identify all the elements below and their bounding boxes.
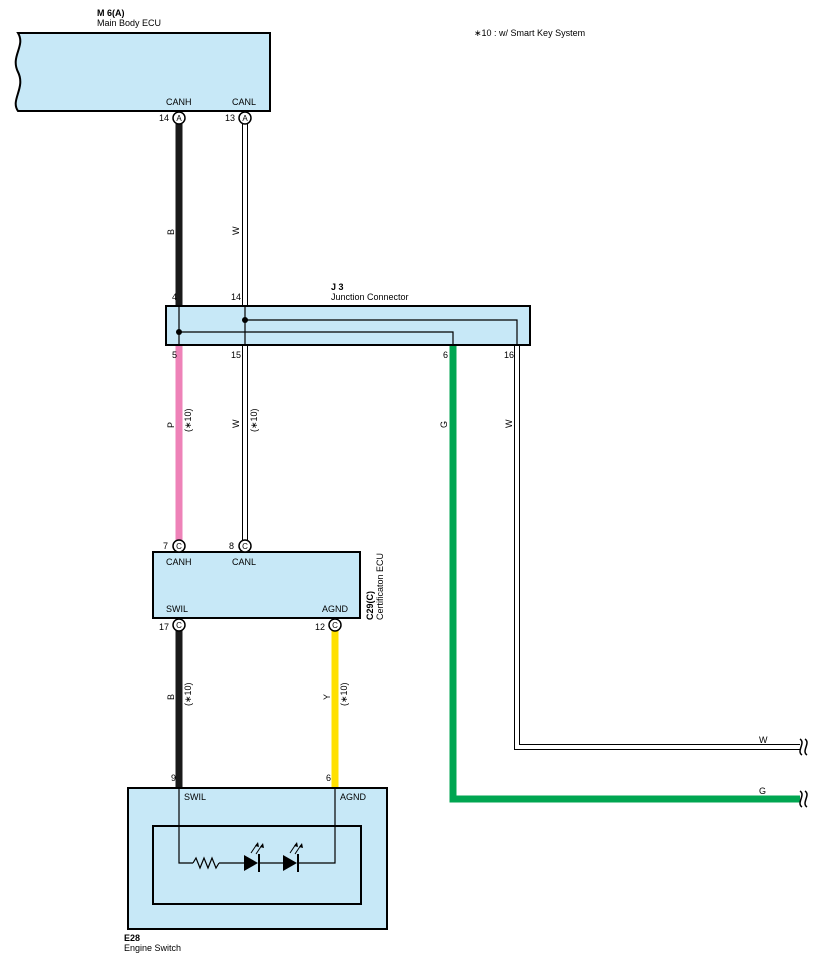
legend-note: ∗10 : w/ Smart Key System — [474, 28, 585, 38]
wire-label-w-end: W — [759, 735, 768, 745]
junction-box — [165, 305, 531, 346]
connector-c-17: C — [172, 618, 186, 632]
cert-ecu-pin-17: 17 — [159, 622, 169, 632]
cert-ecu-code: C29(C) — [365, 591, 375, 620]
cert-ecu-swil-label: SWIL — [166, 604, 188, 614]
wire-label-opt-b: (∗10) — [183, 682, 193, 706]
break-symbol-w — [799, 738, 803, 756]
junction-code: J 3 — [331, 282, 344, 292]
engine-switch-code: E28 — [124, 933, 140, 943]
resistor-icon — [192, 856, 220, 870]
junction-pin-6: 6 — [443, 350, 448, 360]
engine-switch-pin-9: 9 — [171, 773, 176, 783]
wire-label-opt-y: (∗10) — [339, 682, 349, 706]
engine-switch-pin-6: 6 — [326, 773, 331, 783]
connector-a-14: A — [172, 111, 186, 125]
circuit-agnd-lead — [298, 788, 336, 864]
cert-ecu-canl-label: CANL — [232, 557, 256, 567]
cert-ecu-canh-label: CANH — [166, 557, 192, 567]
wire-label-w-upper: W — [231, 226, 241, 235]
junction-pin-5: 5 — [172, 350, 177, 360]
svg-text:C: C — [176, 542, 182, 551]
cert-ecu-box — [152, 551, 361, 619]
wire-label-g-end: G — [759, 786, 766, 796]
connector-c-12: C — [328, 618, 342, 632]
connector-c-7: C — [172, 539, 186, 553]
main-body-ecu-canh-label: CANH — [166, 97, 192, 107]
wire-label-b-lower: B — [166, 694, 176, 700]
engine-switch-inner-box — [152, 825, 362, 905]
connector-c-8: C — [238, 539, 252, 553]
circuit-swil-lead — [178, 788, 193, 864]
wire-label-g: G — [439, 421, 449, 428]
wire-label-w-mid: W — [231, 419, 241, 428]
svg-text:C: C — [242, 542, 248, 551]
wire-w16 — [515, 345, 800, 749]
wire-label-y: Y — [322, 694, 332, 700]
cert-ecu-name: Certificaton ECU — [375, 553, 385, 620]
main-body-ecu-box — [14, 32, 271, 112]
main-body-ecu-pin-13: 13 — [225, 113, 235, 123]
svg-text:A: A — [242, 114, 248, 123]
svg-text:C: C — [176, 621, 182, 630]
wire-label-w16: W — [504, 419, 514, 428]
main-body-ecu-pin-14: 14 — [159, 113, 169, 123]
wire-label-b-upper: B — [166, 229, 176, 235]
break-symbol-w2 — [804, 738, 808, 756]
junction-pin-16: 16 — [504, 350, 514, 360]
wire-label-opt-p: (∗10) — [183, 408, 193, 432]
wire-w16-outline — [514, 345, 800, 750]
cert-ecu-pin-7: 7 — [163, 541, 168, 551]
engine-switch-box — [127, 787, 388, 930]
main-body-ecu-canl-label: CANL — [232, 97, 256, 107]
junction-dot-canl — [242, 317, 248, 323]
main-body-ecu-code: M 6(A) — [97, 8, 125, 18]
cert-ecu-agnd-label: AGND — [322, 604, 349, 614]
junction-bus-canl — [244, 306, 518, 345]
wire-label-opt-w: (∗10) — [249, 408, 259, 432]
svg-text:C: C — [332, 621, 338, 630]
wire-g — [449, 345, 800, 803]
junction-name: Junction Connector — [331, 292, 409, 302]
junction-pin-14: 14 — [231, 292, 241, 302]
junction-dot-canh — [176, 329, 182, 335]
main-body-ecu-name: Main Body ECU — [97, 18, 161, 28]
junction-pin-15: 15 — [231, 350, 241, 360]
engine-switch-swil-label: SWIL — [184, 792, 206, 802]
break-symbol-g2 — [804, 790, 808, 808]
wire-label-p: P — [166, 422, 176, 428]
junction-pin-4: 4 — [172, 292, 177, 302]
junction-bus-canh — [178, 306, 454, 345]
cert-ecu-pin-12: 12 — [315, 622, 325, 632]
cert-ecu-pin-8: 8 — [229, 541, 234, 551]
engine-switch-agnd-label: AGND — [340, 792, 367, 802]
svg-text:A: A — [176, 114, 182, 123]
connector-a-13: A — [238, 111, 252, 125]
engine-switch-name: Engine Switch — [124, 943, 181, 953]
break-symbol-g — [799, 790, 803, 808]
